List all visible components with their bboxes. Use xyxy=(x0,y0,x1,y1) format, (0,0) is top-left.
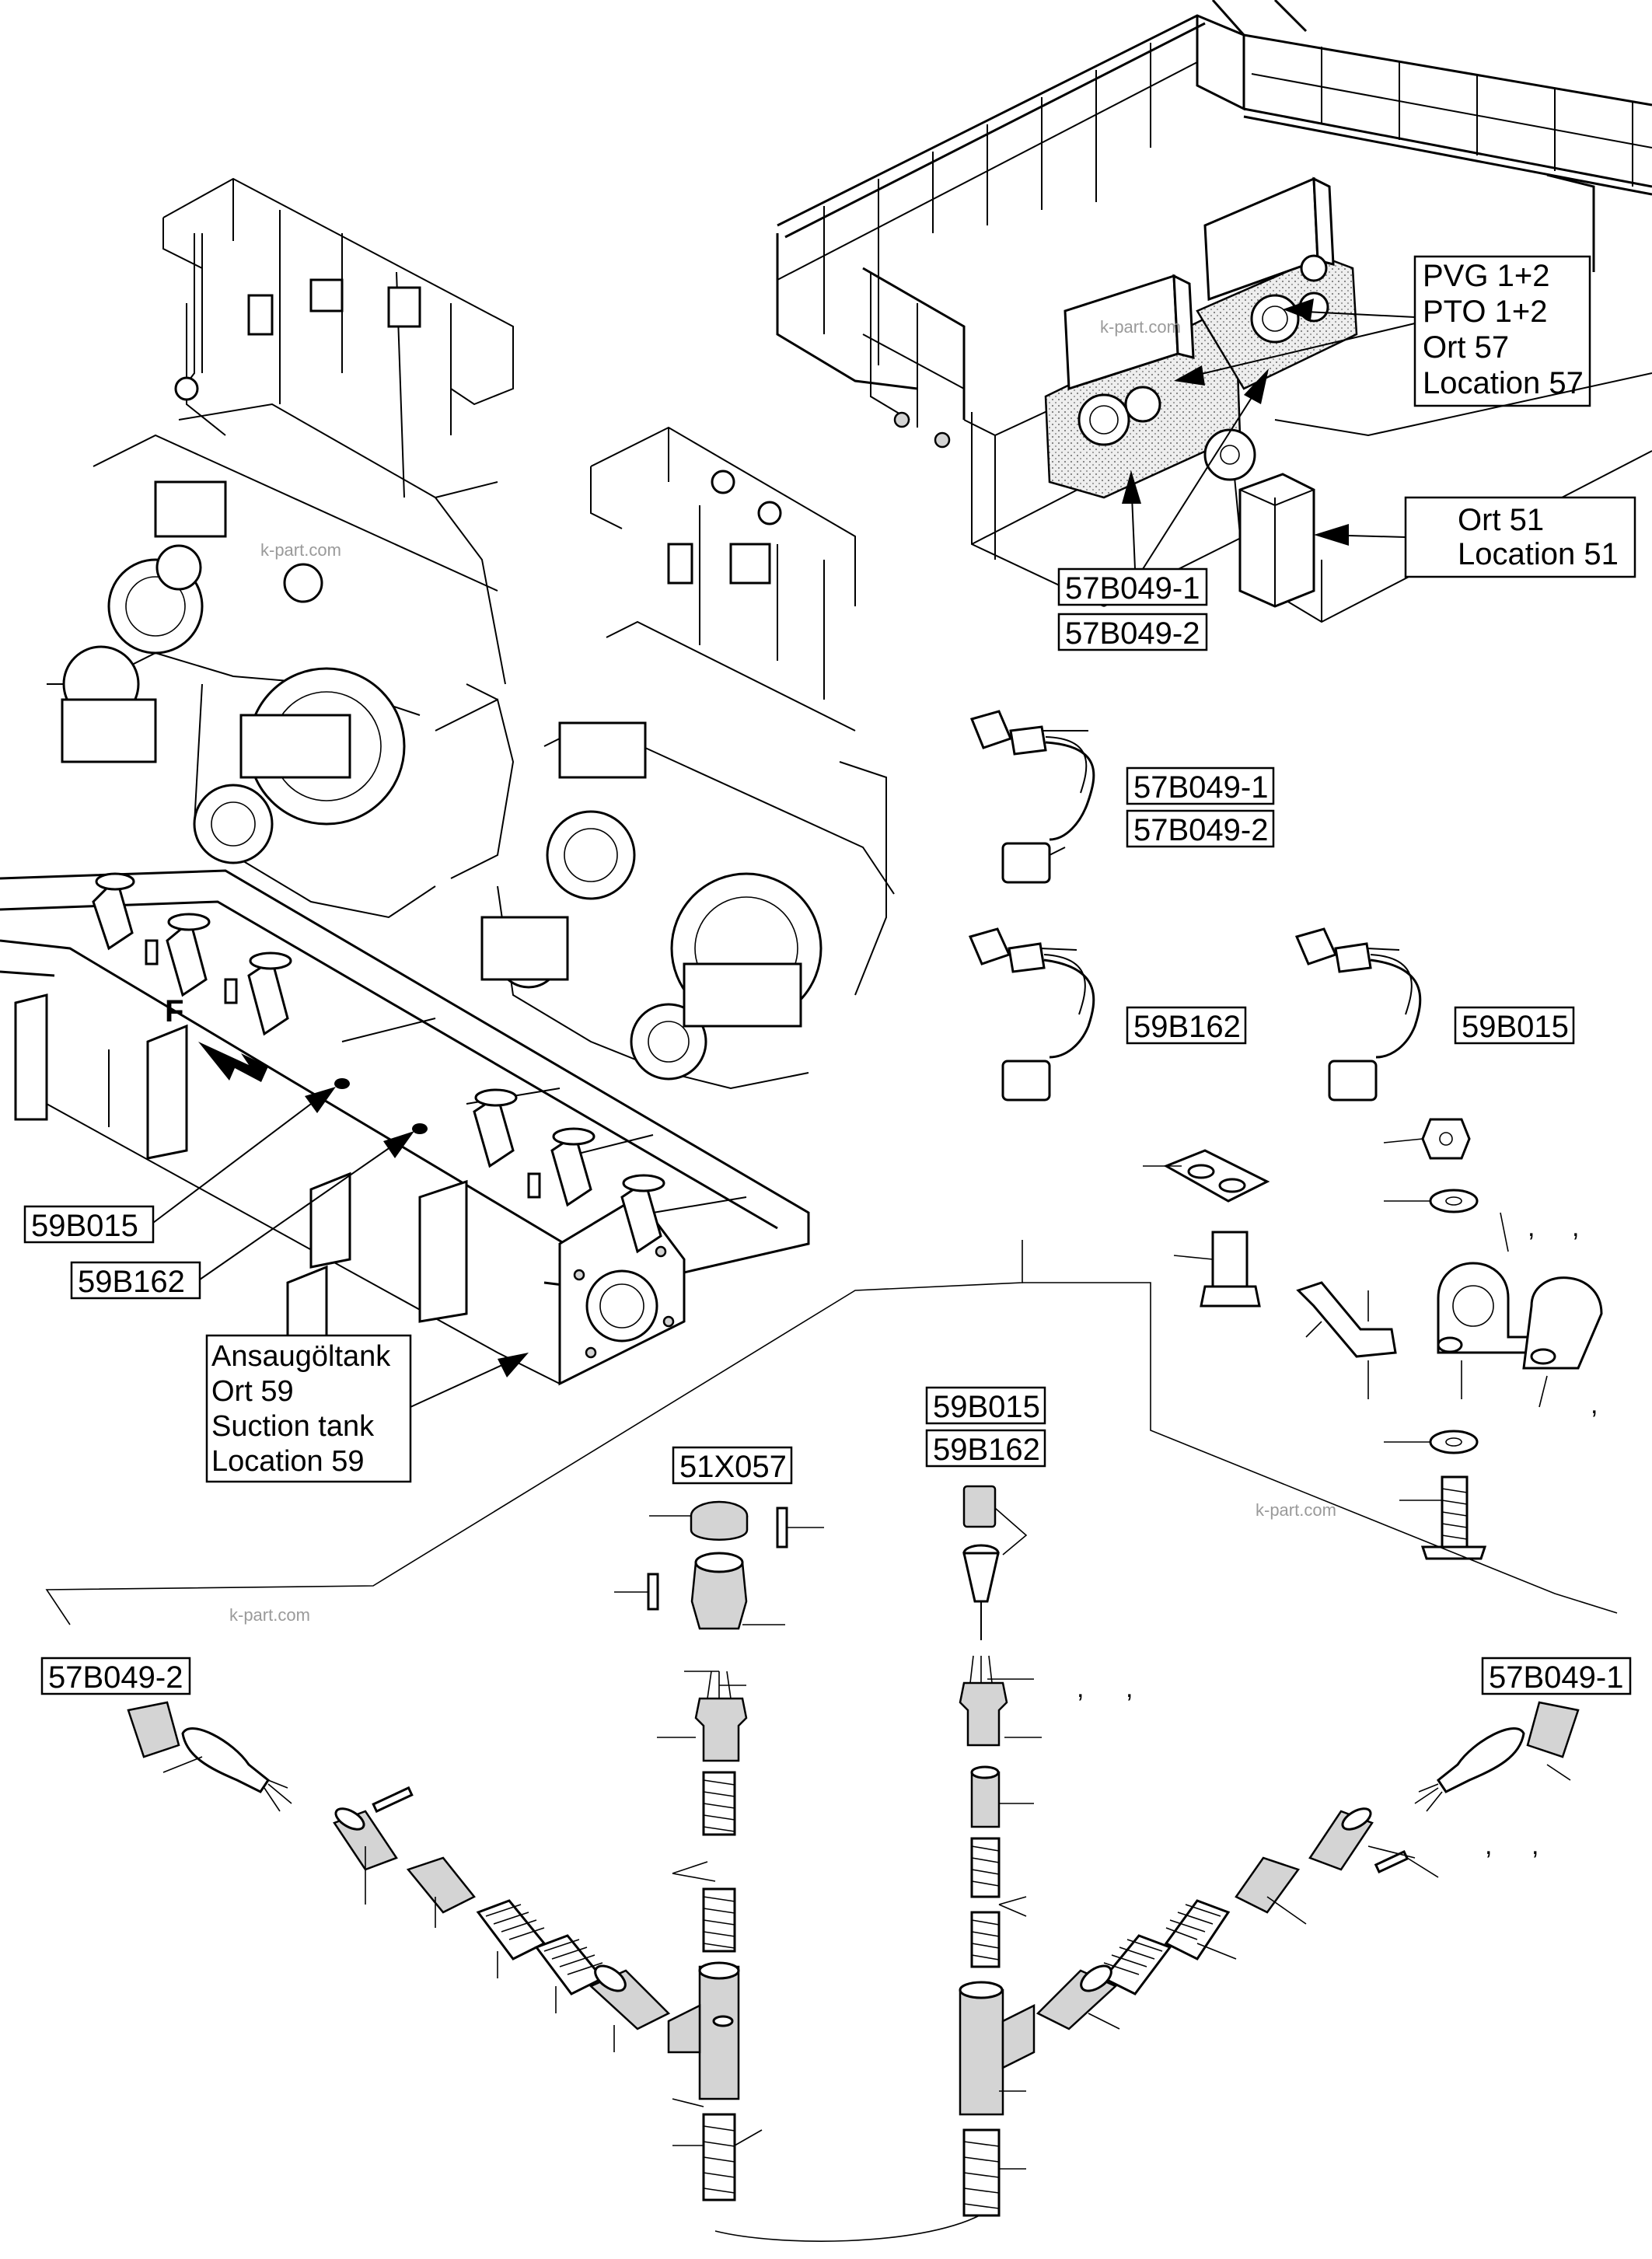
transmission-engine-left: k-part.com xyxy=(47,177,515,919)
label-sensor-57b049-1: 57B049-1 xyxy=(1133,770,1268,805)
label-conn-59b162: 59B162 xyxy=(933,1433,1040,1467)
label-top-57b049-1: 57B049-1 xyxy=(1065,571,1200,606)
connector-57b049-2-exploded: 57B049-2 xyxy=(40,1657,671,2052)
label-ort-51: Ort 51 xyxy=(1458,503,1544,537)
location-57-callout: PVG 1+2 PTO 1+2 Ort 57 Location 57 xyxy=(1174,255,1591,407)
label-ort-57: Ort 57 xyxy=(1423,330,1509,365)
mounting-hardware: , , , xyxy=(1143,1118,1603,1560)
comma-5: , xyxy=(1126,1674,1133,1703)
label-frame-59b162: 59B162 xyxy=(78,1265,185,1299)
label-location-57: Location 57 xyxy=(1423,366,1584,400)
label-top-57b049-2: 57B049-2 xyxy=(1065,616,1200,651)
label-right-57b049-1: 57B049-1 xyxy=(1489,1660,1623,1695)
connector-57b049-1-exploded: 57B049-1 , , xyxy=(1036,1657,1632,2030)
sensor-59b015: 59B015 xyxy=(1294,927,1575,1102)
comma-2: , xyxy=(1572,1213,1579,1242)
comma-4: , xyxy=(1077,1674,1084,1703)
label-tank-en: Suction tank xyxy=(211,1410,375,1443)
sensor-57b049: 57B049-1 57B049-2 xyxy=(969,710,1275,884)
label-sensor-59b015: 59B015 xyxy=(1462,1010,1569,1044)
label-pvg: PVG 1+2 xyxy=(1423,259,1549,293)
direction-f: F xyxy=(165,994,183,1028)
comma-1: , xyxy=(1528,1213,1535,1242)
label-conn-59b015: 59B015 xyxy=(933,1390,1040,1424)
sensor-59b162: 59B162 xyxy=(968,927,1247,1102)
suction-tank-frame: F xyxy=(0,869,810,1386)
top-sensor-callouts: 57B049-1 57B049-2 xyxy=(1057,368,1269,651)
label-left-57b049-2: 57B049-2 xyxy=(48,1660,183,1695)
label-tank-de: Ansaugöltank xyxy=(211,1340,391,1373)
label-frame-59b015: 59B015 xyxy=(31,1209,138,1243)
comma-6: , xyxy=(1485,1831,1492,1860)
watermark-engine: k-part.com xyxy=(260,540,341,560)
label-sensor-57b049-2: 57B049-2 xyxy=(1133,813,1268,847)
label-tank-loc: Location 59 xyxy=(211,1445,365,1478)
frame-sensor-callouts: 59B015 59B162 xyxy=(23,1087,414,1300)
pto-gearbox: k-part.com xyxy=(1044,176,1358,499)
watermark-bottom-right: k-part.com xyxy=(1256,1500,1336,1520)
label-sensor-59b162: 59B162 xyxy=(1133,1010,1241,1044)
transmission-engine-right xyxy=(480,426,895,1090)
exploded-connector-guide-lines xyxy=(45,1240,1618,2242)
connector-59b-stack: 59B015 59B162 , , k-part.com xyxy=(925,1386,1336,2217)
label-conn-51x057: 51X057 xyxy=(679,1450,787,1484)
watermark-bottom-left: k-part.com xyxy=(229,1605,310,1625)
location-51-component xyxy=(1203,428,1315,608)
label-tank-ort: Ort 59 xyxy=(211,1375,294,1408)
comma-7: , xyxy=(1532,1831,1538,1860)
label-pto: PTO 1+2 xyxy=(1423,295,1547,329)
watermark-top: k-part.com xyxy=(1100,317,1181,337)
comma-3: , xyxy=(1591,1390,1598,1419)
suction-tank-callout: Ansaugöltank Ort 59 Suction tank Locatio… xyxy=(205,1334,529,1483)
connector-51x057-stack: 51X057 k-part.com xyxy=(229,1446,824,2201)
location-51-callout: Ort 51 Location 51 xyxy=(1314,496,1636,578)
label-location-51: Location 51 xyxy=(1458,537,1619,571)
